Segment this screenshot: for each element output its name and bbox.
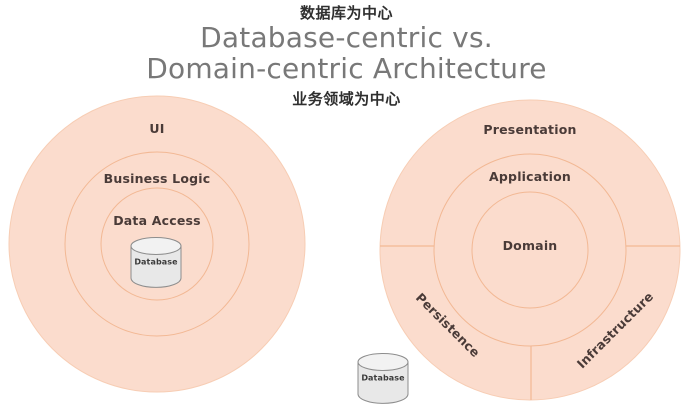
chinese-subtitle-bottom: 业务领域为中心 (292, 90, 401, 108)
page-title-line-2: Domain-centric Architecture (146, 52, 547, 85)
right-diagram-group (379, 99, 681, 401)
page-title: Database-centric vs. Domain-centric Arch… (0, 22, 693, 84)
right-ring-label-domain: Domain (502, 238, 558, 253)
page-title-line-1: Database-centric vs. (200, 21, 493, 54)
left-database-label: Database (134, 257, 178, 267)
right-ring-label-application: Application (489, 169, 571, 184)
right-ring-inner (471, 191, 589, 309)
left-ring-label-ui: UI (149, 121, 165, 136)
external-database-label: Database (361, 373, 405, 383)
left-database-cylinder (130, 237, 182, 288)
right-ring-label-presentation: Presentation (483, 122, 577, 137)
chinese-subtitle-top: 数据库为中心 (299, 4, 393, 22)
left-ring-label-business-logic: Business Logic (103, 171, 211, 186)
left-ring-label-data-access: Data Access (113, 213, 201, 228)
external-database-cylinder (357, 353, 409, 404)
